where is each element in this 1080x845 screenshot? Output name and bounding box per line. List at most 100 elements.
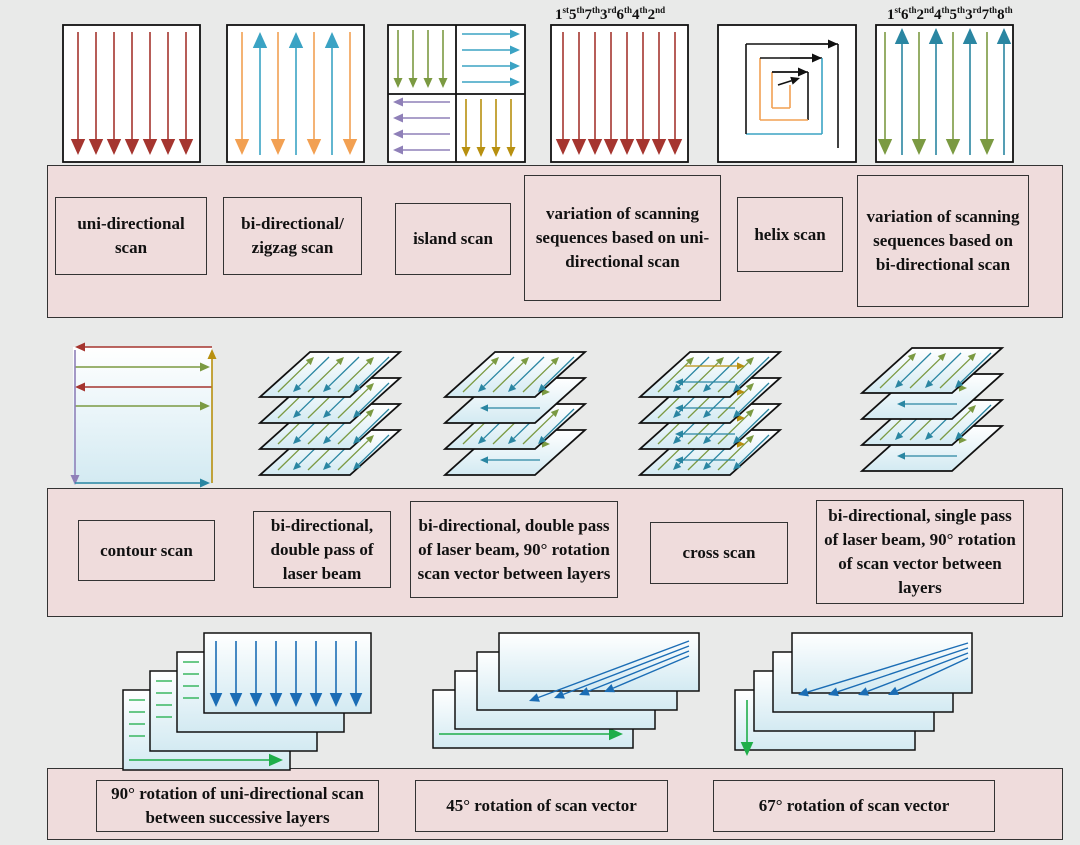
scan-vector-line [687, 362, 719, 393]
arrowhead-icon [895, 431, 904, 440]
scan-vector-line [538, 640, 690, 699]
arrowhead-icon [490, 357, 499, 366]
arrowhead-icon [604, 683, 615, 693]
arrowhead-icon [673, 435, 682, 444]
arrowhead-icon [962, 28, 978, 44]
arrowhead-icon [506, 147, 516, 157]
arrowhead-icon [894, 28, 910, 44]
arrowhead-icon [269, 693, 283, 707]
scan-vector-line [358, 408, 390, 439]
layer-card [791, 632, 973, 694]
arrowhead-icon [925, 431, 934, 440]
label-island: island scan [395, 203, 511, 275]
arrowhead-icon [675, 404, 683, 412]
scan-vector-line [513, 356, 545, 387]
arrowhead-icon [508, 383, 517, 392]
arrowhead-icon [888, 686, 899, 695]
scan-vector-line [462, 362, 494, 393]
arrowhead-icon [393, 113, 403, 123]
arrowhead-icon [160, 139, 176, 155]
scan-vector-line [930, 352, 962, 383]
scan-vector-line [543, 356, 575, 387]
arrowhead-icon [703, 435, 712, 444]
layer-card [203, 632, 372, 714]
scan-vector-line [337, 388, 369, 419]
arrowhead-icon [925, 379, 934, 388]
arrowhead-icon [745, 409, 754, 418]
arrowhead-icon [798, 67, 808, 77]
scan-area [550, 24, 689, 163]
scan-vector-line [939, 410, 971, 441]
arrowhead-icon [745, 383, 754, 392]
bi-directional-icon [226, 24, 365, 163]
arrowhead-icon [353, 383, 362, 392]
arrowhead-icon [619, 139, 635, 155]
rotation-90-icon [122, 632, 372, 771]
arrowhead-icon [928, 28, 944, 44]
arrowhead-icon [70, 475, 80, 485]
scan-vector-line [807, 642, 969, 693]
label-45-rotation: 45° rotation of scan vector [415, 780, 668, 832]
scan-vector-line [657, 362, 689, 393]
scan-vector-line [522, 414, 554, 445]
bi-double-pass-90-icon [442, 351, 588, 476]
scan-vector-line [867, 652, 969, 693]
arrowhead-icon [323, 383, 332, 392]
arrowhead-icon [423, 78, 433, 88]
arrowhead-icon [461, 147, 471, 157]
arrowhead-icon [538, 435, 547, 444]
arrowhead-icon [579, 687, 590, 696]
arrowhead-icon [911, 139, 927, 155]
arrowhead-icon [491, 147, 501, 157]
scan-vector-line [939, 358, 971, 389]
arrowhead-icon [959, 436, 967, 444]
arrowhead-icon [200, 478, 210, 488]
scan-vector-line [358, 356, 390, 387]
label-variation-bi: variation of scanning sequences based on… [857, 175, 1029, 307]
scan-vector-line [277, 362, 309, 393]
scan-vector-line [717, 362, 749, 393]
arrowhead-icon [955, 379, 964, 388]
arrowhead-icon [353, 461, 362, 470]
arrowhead-icon [685, 357, 694, 366]
layer-plane [859, 347, 1005, 394]
arrowhead-icon [571, 139, 587, 155]
arrowhead-icon [309, 693, 323, 707]
label-67-rotation: 67° rotation of scan vector [713, 780, 995, 832]
arrowhead-icon [675, 456, 683, 464]
arrowhead-icon [651, 139, 667, 155]
arrowhead-icon [828, 687, 839, 697]
arrowhead-icon [293, 383, 302, 392]
arrowhead-icon [937, 353, 946, 362]
arrowhead-icon [323, 461, 332, 470]
scan-vector-line [563, 645, 690, 696]
arrowhead-icon [555, 139, 571, 155]
scan-vector-line [738, 408, 770, 439]
arrowhead-icon [438, 78, 448, 88]
arrowhead-icon [673, 461, 682, 470]
scan-vector-line [492, 362, 524, 393]
arrowhead-icon [393, 145, 403, 155]
arrowhead-icon [703, 461, 712, 470]
arrowhead-icon [480, 404, 488, 412]
arrowhead-icon [538, 383, 547, 392]
scan-vector-line [960, 404, 992, 435]
arrowhead-icon [269, 753, 283, 767]
layer-plane [442, 351, 588, 398]
arrowhead-icon [745, 435, 754, 444]
arrowhead-icon [142, 139, 158, 155]
label-variation-uni: variation of scanning sequences based on… [524, 175, 721, 301]
arrowhead-icon [603, 139, 619, 155]
arrowhead-icon [542, 440, 550, 448]
scan-area [73, 347, 212, 484]
scan-vector-line [900, 352, 932, 383]
scan-vector-line [307, 362, 339, 393]
arrowhead-icon [178, 139, 194, 155]
arrowhead-icon [798, 687, 809, 697]
arrowhead-icon [740, 742, 754, 756]
arrowhead-icon [959, 384, 967, 392]
arrowhead-icon [249, 693, 263, 707]
arrowhead-icon [200, 362, 210, 372]
scan-vector-line [837, 647, 969, 693]
scan-vector-line [337, 362, 369, 393]
